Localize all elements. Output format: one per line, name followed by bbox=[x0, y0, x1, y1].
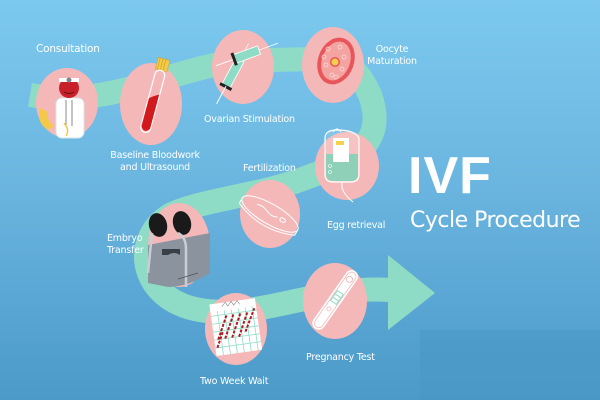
step-pregnancy-test bbox=[303, 263, 367, 339]
step-two-week-wait bbox=[205, 293, 267, 365]
step-baseline-bloodwork bbox=[120, 57, 182, 145]
page-subtitle: Cycle Procedure bbox=[410, 208, 581, 233]
pregnancy-test-icon bbox=[312, 270, 359, 330]
step-label-pregnancy-test: Pregnancy Test bbox=[306, 352, 375, 363]
syringes-icon bbox=[215, 42, 278, 105]
step-oocyte-maturation bbox=[302, 27, 364, 103]
step-label-egg-retrieval: Egg retrieval bbox=[327, 220, 386, 231]
background-band bbox=[420, 330, 600, 400]
step-label-two-week-wait: Two Week Wait bbox=[200, 376, 269, 387]
label-line: and Ultrasound bbox=[120, 162, 190, 173]
label-line: Baseline Bloodwork bbox=[110, 150, 200, 161]
step-label-ovarian-stimulation: Ovarian Stimulation bbox=[204, 114, 295, 125]
label-line: Oocyte bbox=[375, 44, 409, 55]
step-embryo-transfer bbox=[146, 203, 210, 287]
step-egg-retrieval bbox=[315, 128, 379, 203]
page-title: IVF bbox=[408, 147, 492, 205]
step-label-consultation: Consultation bbox=[36, 43, 100, 55]
label-line: Embryo bbox=[107, 233, 143, 244]
step-consultation bbox=[36, 68, 98, 139]
path-arrowhead bbox=[388, 255, 435, 330]
step-fertilization bbox=[238, 180, 300, 248]
collection-bag-icon bbox=[324, 128, 360, 203]
doctor-icon bbox=[39, 77, 85, 139]
oocyte-icon bbox=[317, 37, 355, 85]
petri-dish-icon bbox=[238, 195, 299, 236]
step-label-embryo-transfer: Embryo Transfer bbox=[107, 233, 144, 257]
blood-tube-icon bbox=[140, 57, 171, 134]
step-ovarian-stimulation bbox=[212, 30, 278, 105]
label-line: Maturation bbox=[367, 56, 417, 67]
calendar-icon bbox=[209, 298, 263, 356]
step-label-fertilization: Fertilization bbox=[243, 163, 296, 174]
stirrups-icon bbox=[146, 211, 210, 287]
step-label-baseline-bloodwork: Baseline Bloodwork and Ultrasound bbox=[105, 150, 205, 174]
label-line: Transfer bbox=[107, 245, 144, 256]
step-label-oocyte-maturation: Oocyte Maturation bbox=[362, 44, 422, 68]
